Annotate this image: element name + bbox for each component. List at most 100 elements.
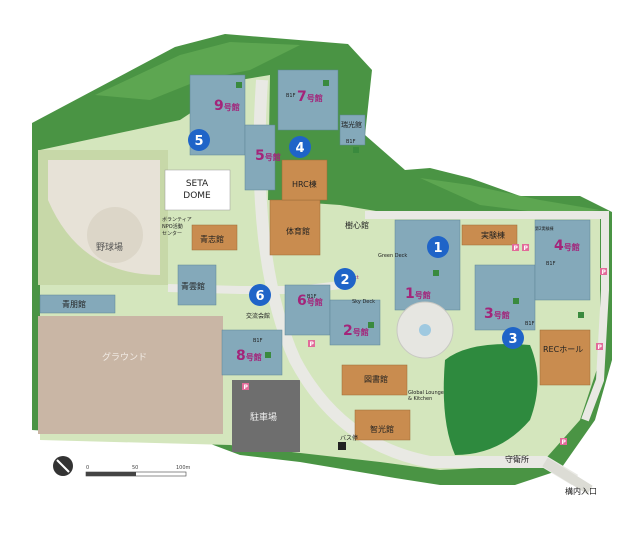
label-seishikan: 青志館 — [200, 234, 224, 244]
building-seimeikan — [39, 294, 116, 314]
compass-icon — [53, 456, 73, 476]
label-b1f-f: B1F — [525, 321, 535, 327]
label-volunteer-3: センター — [162, 230, 182, 237]
label-global-1: Global Lounge — [408, 390, 444, 396]
svg-text:P: P — [524, 245, 529, 252]
svg-text:P: P — [562, 439, 567, 446]
building-4 — [534, 219, 591, 301]
parking-icon: P — [242, 383, 249, 391]
label-rec: RECホール — [543, 345, 583, 354]
label-zuikou: 瑞光館 — [341, 120, 362, 129]
building-5 — [244, 124, 276, 191]
bus-icon — [338, 442, 346, 450]
svg-text:2: 2 — [340, 273, 349, 288]
marker-6[interactable]: 6 — [249, 284, 271, 306]
svg-text:6: 6 — [255, 289, 264, 304]
label-green-deck: Green Deck — [378, 253, 407, 259]
label-library: 図書館 — [364, 374, 388, 384]
marker-3[interactable]: 3 — [502, 327, 524, 349]
marker-4[interactable]: 4 — [289, 136, 311, 158]
parking-icon: P — [560, 438, 567, 446]
restroom-icon — [433, 270, 439, 276]
bnum-5: 5号館 — [255, 148, 281, 164]
label-seiunkan: 青雲館 — [181, 281, 205, 291]
building-3 — [474, 264, 536, 331]
building-jikken — [461, 224, 518, 246]
parking-icons: P P P P P P P — [242, 244, 607, 446]
bnum-1: 1号館 — [405, 286, 431, 302]
marker-5[interactable]: 5 — [188, 129, 210, 151]
restroom-icon — [368, 322, 374, 328]
label-b1f-b: B1F — [346, 139, 356, 145]
parking-icon: P — [512, 244, 519, 252]
bnum-2: 2号館 — [343, 323, 369, 339]
building-seiunkan — [177, 264, 217, 306]
fountain — [419, 324, 431, 336]
forest-highlight — [95, 42, 300, 100]
label-entrance: 構内入口 — [565, 486, 597, 496]
svg-text:1: 1 — [433, 241, 442, 256]
label-seimeikan: 青朋館 — [62, 299, 86, 309]
label-guard: 守衛所 — [505, 454, 529, 464]
label-bus-stop: バス停 — [340, 434, 358, 442]
buildings-orange — [191, 159, 591, 441]
parking-icon: P — [308, 340, 315, 348]
label-volunteer-1: ボランティア — [162, 216, 192, 223]
restroom-icon — [265, 352, 271, 358]
svg-text:P: P — [244, 384, 249, 391]
building-6 — [284, 284, 331, 336]
parking-icon: P — [600, 268, 607, 276]
seta-dome — [164, 169, 231, 211]
label-kouryu: 交流会館 — [246, 312, 270, 320]
label-second-lab: 第2実験棟 — [535, 225, 554, 231]
svg-text:P: P — [514, 245, 519, 252]
green-lawn — [443, 344, 538, 455]
seta-dome-label-2: DOME — [183, 191, 211, 201]
restroom-icon — [353, 147, 359, 153]
scale-label-0: 0 — [86, 465, 89, 471]
label-b1f-e: B1F — [546, 261, 556, 267]
building-8 — [221, 329, 283, 376]
bnum-6: 6号館 — [297, 293, 323, 309]
label-b1f-d: B1F — [253, 338, 263, 344]
label-baseball: 野球場 — [96, 241, 123, 253]
building-zuikou — [339, 114, 366, 146]
restroom-icon — [323, 80, 329, 86]
svg-text:P: P — [310, 341, 315, 348]
place-labels: 野球場 グラウンド 駐車場 体育館 HRC棟 青志館 青雲館 青朋館 交流会館 … — [62, 93, 597, 496]
parking-icon: P — [522, 244, 529, 252]
east-road — [365, 211, 609, 422]
svg-text:P: P — [602, 269, 607, 276]
svg-text:5: 5 — [194, 134, 203, 149]
bnum-4: 4号館 — [554, 238, 580, 254]
ground-field — [38, 316, 223, 434]
svg-text:P: P — [598, 344, 603, 351]
forest-highlight-east — [420, 178, 600, 215]
label-shinshin: 樹心館 — [345, 220, 369, 230]
restroom-icon — [513, 298, 519, 304]
parking-icon: P — [596, 343, 603, 351]
label-gym: 体育館 — [286, 226, 310, 236]
label-ground: グラウンド — [102, 351, 147, 363]
parking-lot — [232, 380, 300, 452]
label-global-2: & Kitchen — [408, 396, 432, 402]
label-b1f-a: B1F — [286, 93, 296, 99]
restroom-icon — [578, 312, 584, 318]
marker-2[interactable]: 2 — [334, 268, 356, 290]
bnum-8: 8号館 — [236, 348, 262, 364]
label-b1f-c: B1F — [307, 294, 317, 300]
bnum-7: 7号館 — [297, 89, 323, 105]
svg-text:4: 4 — [295, 141, 304, 156]
scale-bar: 0 50 100m — [85, 465, 191, 477]
seta-dome-label-1: SETA — [186, 179, 209, 189]
building-rec — [539, 329, 591, 386]
building-seishikan — [191, 224, 238, 251]
building-chikoukan — [354, 409, 411, 441]
restroom-icon — [236, 82, 242, 88]
entrance-road — [542, 457, 593, 495]
label-jikken: 実験棟 — [481, 230, 505, 240]
bnum-3: 3号館 — [484, 306, 510, 322]
baseball-diamond — [87, 207, 143, 263]
marker-1[interactable]: 1 — [427, 236, 449, 258]
